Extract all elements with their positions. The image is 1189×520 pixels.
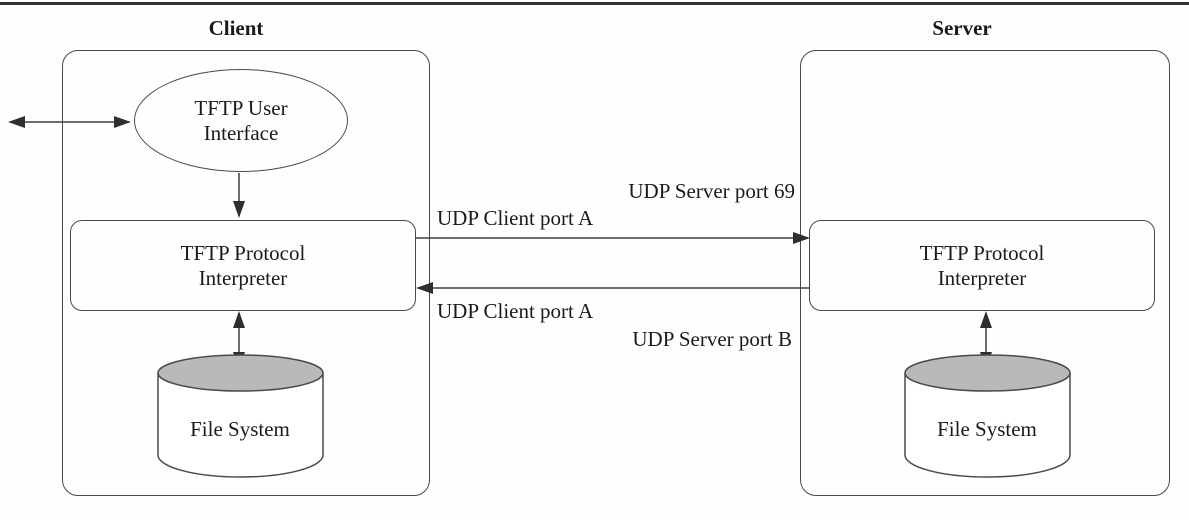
client-protocol-interpreter-label: TFTP Protocol Interpreter (180, 240, 306, 290)
udp-server-port-69-label: UDP Server port 69 (628, 179, 795, 203)
top-rule-divider (0, 2, 1189, 5)
udp-client-port-a-response-label: UDP Client port A (437, 299, 594, 323)
tftp-user-interface-ellipse: TFTP User Interface (134, 69, 348, 172)
tftp-user-interface-label: TFTP User Interface (194, 95, 288, 145)
client-host-box (62, 50, 430, 496)
client-file-system-label: File System (190, 417, 290, 441)
server-title: Server (932, 16, 992, 40)
client-title: Client (208, 16, 264, 40)
client-protocol-interpreter-box: TFTP Protocol Interpreter (70, 220, 416, 311)
server-file-system-label: File System (937, 417, 1037, 441)
udp-server-port-b-label: UDP Server port B (632, 327, 792, 351)
server-protocol-interpreter-label: TFTP Protocol Interpreter (919, 240, 1045, 290)
server-host-box (800, 50, 1170, 496)
udp-client-port-a-request-label: UDP Client port A (437, 206, 594, 230)
server-protocol-interpreter-box: TFTP Protocol Interpreter (809, 220, 1155, 311)
